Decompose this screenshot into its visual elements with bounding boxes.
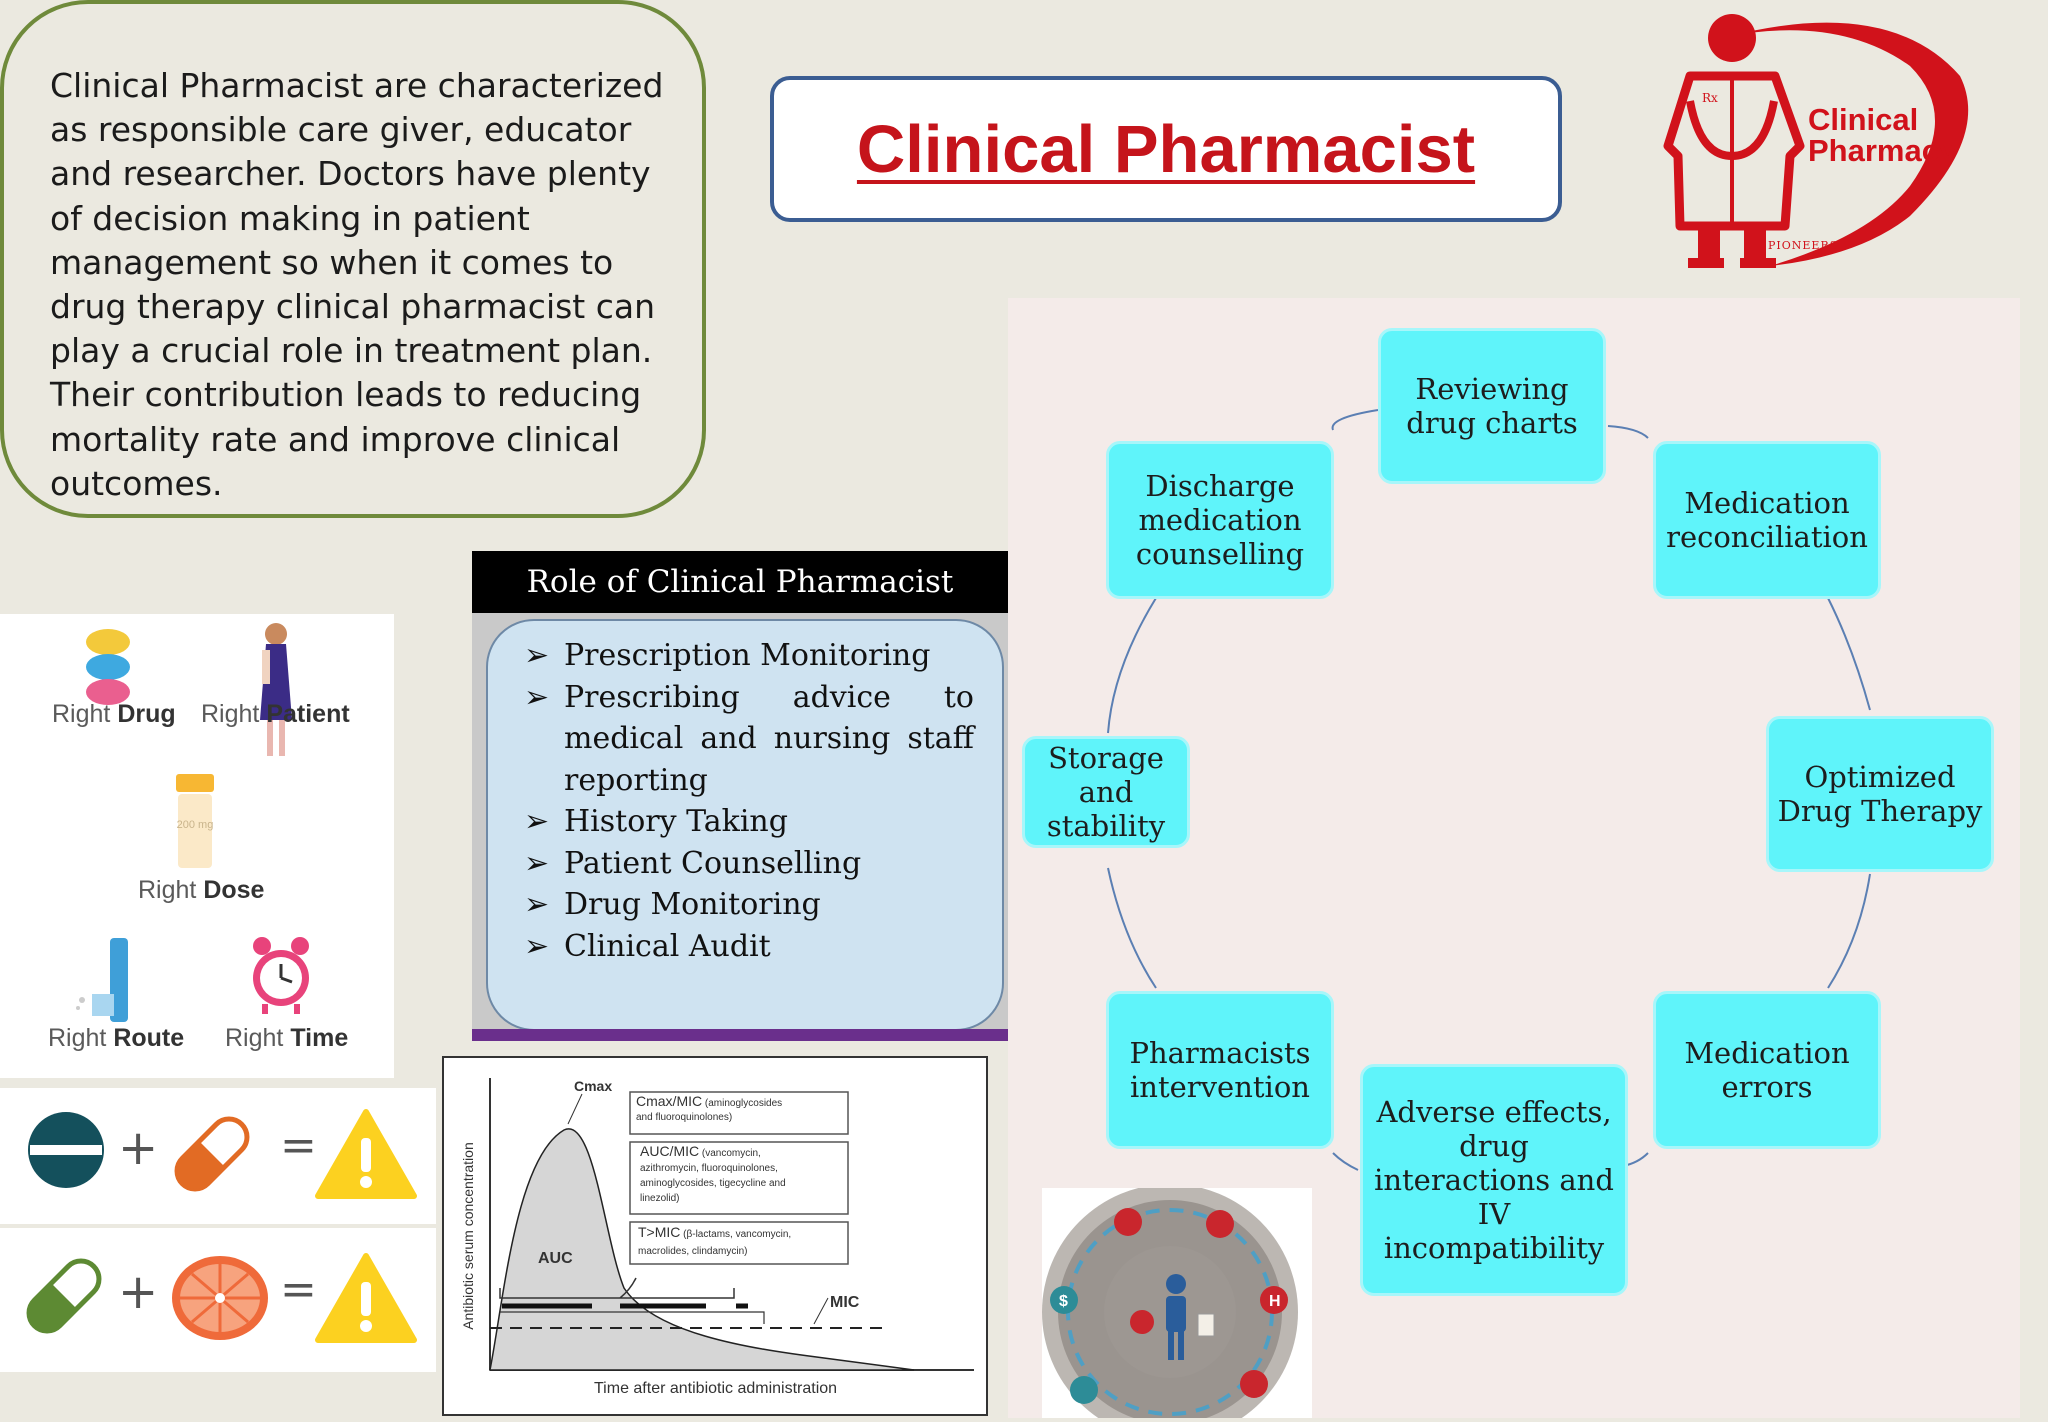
- logo-line2: Pharmacy: [1808, 133, 1957, 168]
- cycle-connector-lines: [1107, 409, 1871, 1171]
- alarm-clock-icon: [253, 937, 309, 1014]
- hospital-letter: H: [1269, 1293, 1281, 1310]
- plus-sign: +: [118, 1264, 159, 1320]
- cycle-node-pharmacists-intervention: Pharmacists intervention: [1106, 991, 1334, 1149]
- role-header: Role of Clinical Pharmacist: [472, 551, 1008, 613]
- warning-icon: [315, 1253, 417, 1343]
- page-title: Clinical Pharmacist: [856, 111, 1476, 187]
- clinical-pharmacy-logo: Rx Clinical Pharmacy PIONEERS: [1660, 6, 2010, 276]
- right-drug-label: Right Drug: [52, 700, 176, 728]
- equals-sign: =: [280, 1264, 317, 1315]
- pk-ylabel: Antibiotic serum concentration: [460, 1142, 476, 1330]
- tablet-icon: [28, 1112, 104, 1188]
- equals-sign: =: [280, 1120, 317, 1171]
- mic-label: MIC: [830, 1294, 860, 1311]
- cycle-node-storage-and-stability: Storage and stability: [1022, 736, 1190, 848]
- arrow-bullet-icon: ➢: [524, 638, 550, 673]
- capsule-icon: [174, 1116, 250, 1192]
- five-rights-panel: Right Drug Right Patient 200 mg Right Do…: [0, 614, 394, 1078]
- role-list: ➢ Prescription Monitoring ➢ Prescribing …: [486, 619, 1004, 1031]
- pills-stack-icon: [86, 629, 130, 705]
- right-time-label: Right Time: [225, 1024, 349, 1052]
- capsule-icon: [26, 1258, 102, 1334]
- auc-label: AUC: [538, 1250, 573, 1267]
- warning-icon: [315, 1109, 417, 1199]
- t-mic-box: T>MIC (β-lactams, vancomycin, macrolides…: [638, 1224, 792, 1257]
- care-team-wheel: H $: [1042, 1184, 1312, 1422]
- auc-mic-box: AUC/MIC (vancomycin, azithromycin, fluor…: [640, 1143, 786, 1205]
- plus-sign: +: [118, 1120, 159, 1176]
- dollar-sign: $: [1059, 1293, 1068, 1310]
- intro-box: Clinical Pharmacist are characterized as…: [0, 0, 706, 518]
- right-dose-label: Right Dose: [138, 876, 265, 904]
- right-patient-label: Right Patient: [201, 700, 350, 728]
- interaction-row-1: + =: [0, 1088, 436, 1224]
- inhaler-icon: [76, 938, 128, 1022]
- role-panel: Role of Clinical Pharmacist ➢ Prescripti…: [472, 551, 1008, 1041]
- cycle-node-medication-reconciliation: Medication reconciliation: [1653, 441, 1881, 599]
- arrow-bullet-icon: ➢: [524, 680, 550, 715]
- interaction-row-2: + =: [0, 1228, 436, 1372]
- cycle-node-discharge-medication-counselling: Discharge medication counselling: [1106, 441, 1334, 599]
- patient-icon: [260, 623, 292, 756]
- cycle-node-reviewing-drug-charts: Reviewing drug charts: [1378, 328, 1606, 484]
- cycle-node-optimized-drug-therapy: Optimized Drug Therapy: [1766, 716, 1994, 872]
- arrow-bullet-icon: ➢: [524, 846, 550, 881]
- pk-xlabel: Time after antibiotic administration: [594, 1380, 838, 1397]
- pk-pd-diagram: Antibiotic serum concentration Time afte…: [442, 1056, 988, 1416]
- cycle-node-adverse-effects: Adverse effects, drug interactions and I…: [1360, 1064, 1628, 1296]
- arrow-bullet-icon: ➢: [524, 887, 550, 922]
- cmax-label: Cmax: [574, 1078, 613, 1094]
- logo-tagline: PIONEERS: [1768, 239, 1838, 252]
- right-route-label: Right Route: [48, 1024, 185, 1052]
- svg-text:200 mg: 200 mg: [177, 819, 214, 831]
- logo-line1: Clinical: [1808, 102, 1918, 137]
- title-box: Clinical Pharmacist: [770, 76, 1562, 222]
- intro-text: Clinical Pharmacist are characterized as…: [50, 66, 664, 503]
- logo-rx: Rx: [1702, 91, 1718, 105]
- pill-bottle-icon: 200 mg: [176, 774, 214, 868]
- cmax-mic-box: Cmax/MIC (aminoglycosides and fluoroquin…: [636, 1093, 783, 1123]
- role-footer-bar: [472, 1029, 1008, 1041]
- grapefruit-icon: [172, 1256, 268, 1340]
- arrow-bullet-icon: ➢: [524, 804, 550, 839]
- arrow-bullet-icon: ➢: [524, 929, 550, 964]
- cycle-node-medication-errors: Medication errors: [1653, 991, 1881, 1149]
